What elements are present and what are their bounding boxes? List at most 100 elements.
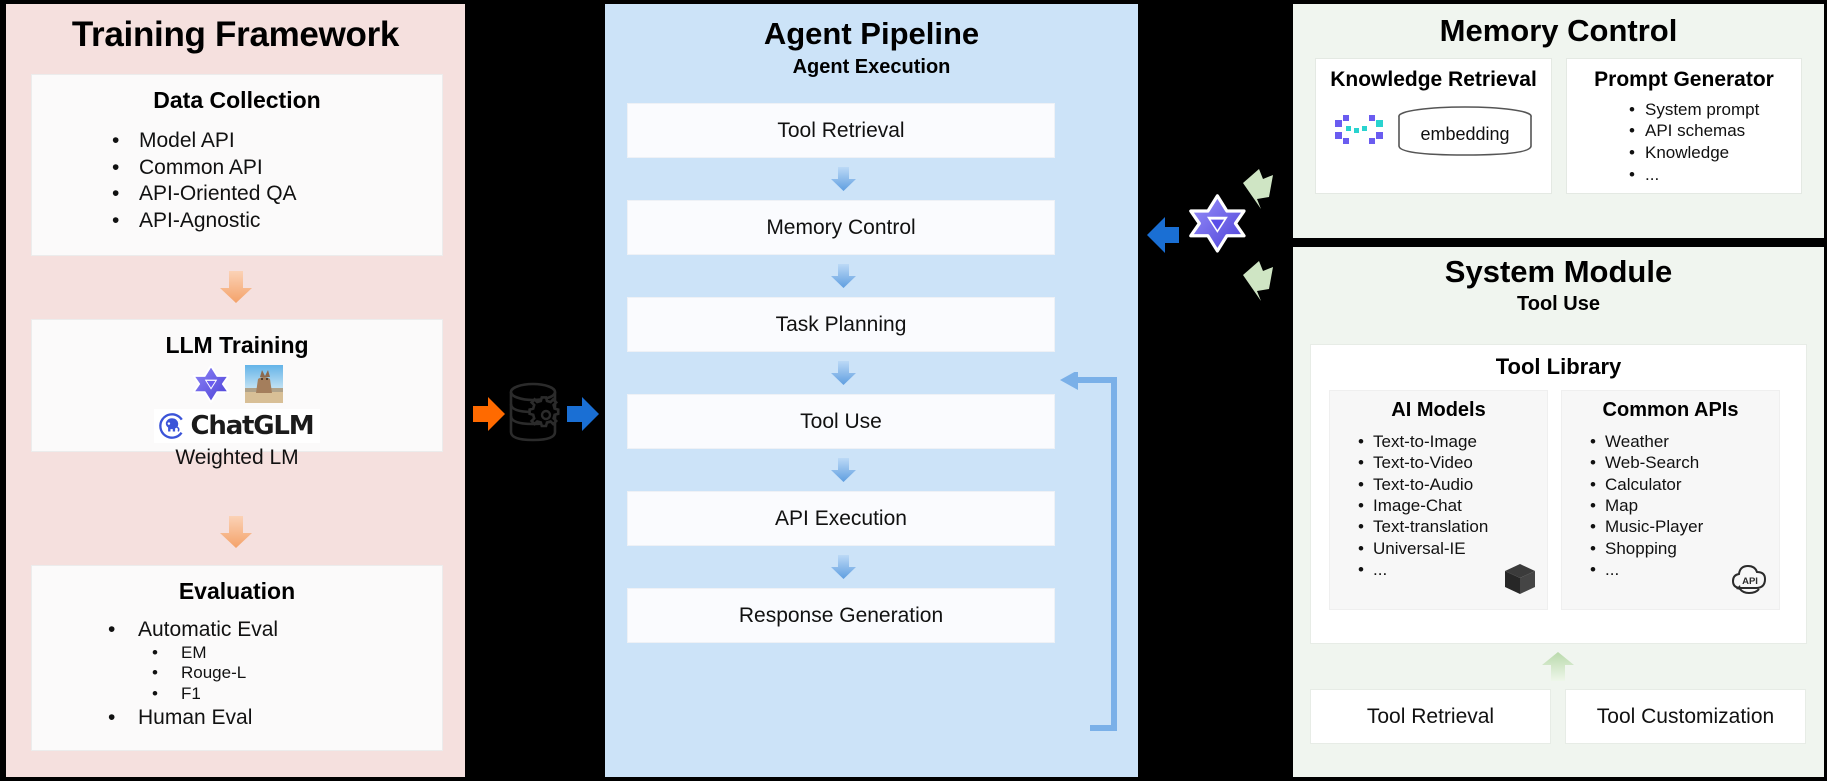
pipeline-step-tool-use[interactable]: Tool Use [627, 394, 1055, 449]
memory-control-panel: Memory Control Knowledge Retrieval [1293, 4, 1824, 238]
evaluation-item: • Rouge-L [152, 663, 442, 684]
common-api-item: •... [1590, 559, 1779, 580]
bullet-icon: • [1629, 164, 1635, 184]
bullet-icon: • [1629, 143, 1635, 163]
bullet-icon: • [112, 208, 120, 232]
common-api-item-label: Web-Search [1605, 453, 1700, 473]
prompt-generator-item-label: Knowledge [1645, 143, 1730, 163]
bullet-icon: • [1590, 538, 1596, 558]
pipeline-step-label: API Execution [775, 506, 907, 530]
evaluation-item: •EM [152, 643, 442, 664]
bullet-icon: • [1590, 432, 1596, 451]
agentlm-connector [1145, 155, 1290, 325]
bullet-icon: • [152, 663, 158, 683]
sm-box-label: Tool Retrieval [1366, 704, 1495, 728]
data-collection-item-label: API-Oriented QA [139, 182, 297, 206]
pipeline-step-label: Task Planning [775, 312, 907, 336]
bullet-icon: • [1358, 559, 1364, 579]
prompt-generator-item-label: ... [1645, 164, 1660, 184]
data-collection-item-label: Model API [139, 129, 235, 152]
cube-icon [1503, 562, 1537, 601]
vector-dots-icon [1334, 114, 1383, 144]
pipeline-step-label: Response Generation [738, 603, 944, 627]
bullet-icon: • [1590, 453, 1596, 473]
pipeline-down-arrow-icon [831, 458, 856, 482]
bullet-icon: • [1590, 474, 1596, 494]
data-collection-item: •Model API [112, 128, 442, 155]
system-module-panel: System Module Tool Use Tool Library AI M… [1293, 247, 1824, 777]
bullet-icon: • [108, 705, 116, 729]
chatglm-wordmark: ChatGLM [190, 411, 315, 441]
common-apis-list: •Weather•Web-Search•Calculator•Map•Music… [1590, 431, 1779, 580]
llm-training-title: LLM Training [165, 332, 309, 358]
chatglm-logo-row: ChatGLM [32, 409, 442, 443]
evaluation-item: •Automatic Eval [108, 617, 442, 643]
common-api-item: •Calculator [1590, 474, 1779, 495]
ai-model-item-label: Universal-IE [1373, 538, 1466, 558]
ai-models-title: AI Models [1391, 399, 1486, 421]
prompt-generator-title: Prompt Generator [1594, 67, 1774, 91]
ai-model-item: • Text-to-Image [1358, 431, 1547, 452]
prompt-generator-list: •System prompt•API schemas•Knowledge•... [1629, 99, 1801, 186]
database-gear-connector [471, 375, 601, 455]
sm-box-tool-customization[interactable]: Tool Customization [1565, 689, 1806, 744]
green-arrow-icon [1243, 169, 1273, 209]
evaluation-item: • Human Eval [108, 705, 442, 731]
pipeline-step-task-planning[interactable]: Task Planning [627, 297, 1055, 352]
evaluation-item-label: Automatic Eval [138, 618, 279, 641]
pipeline-down-arrow-icon [831, 555, 856, 579]
agent-pipeline-title: Agent Pipeline [763, 16, 980, 51]
data-collection-item: •Common API [112, 155, 442, 182]
system-module-bottom-row: Tool Retrieval Tool Customization [1310, 689, 1807, 744]
common-apis-card: Common APIs •Weather•Web-Search•Calculat… [1561, 390, 1780, 610]
common-api-item-label: ... [1605, 559, 1620, 579]
pipeline-step-label: Tool Use [800, 409, 882, 433]
bullet-icon: • [152, 684, 158, 704]
embedding-label: embedding [1420, 124, 1509, 144]
embedding-cylinder-icon: embedding [1397, 105, 1532, 156]
bullet-icon: • [1590, 517, 1596, 537]
sm-box-tool-retrieval[interactable]: Tool Retrieval [1310, 689, 1551, 744]
pipeline-step-label: Memory Control [766, 215, 916, 239]
ai-model-item-label: Text-to-Image [1373, 432, 1477, 451]
data-collection-title: Data Collection [153, 87, 321, 113]
evaluation-item-label: Rouge-L [181, 663, 247, 683]
chatglm-logo-icon: ChatGLM [153, 409, 321, 443]
ai-model-item-label: ... [1373, 559, 1388, 579]
agentlm-logo-icon [191, 364, 231, 409]
prompt-generator-item: • Knowledge [1629, 142, 1801, 164]
pipeline-step-api-execution[interactable]: API Execution [627, 491, 1055, 546]
ai-model-item: •Text-to-Audio [1358, 474, 1547, 495]
common-api-item-label: Weather [1605, 432, 1669, 451]
prompt-generator-item: •API schemas [1629, 120, 1801, 142]
bullet-icon: • [112, 155, 120, 179]
pipeline-step-response-generation[interactable]: Response Generation [627, 588, 1055, 643]
llama-photo-icon [245, 364, 283, 408]
ai-model-item: • Universal-IE [1358, 538, 1547, 559]
ai-model-item: •Image-Chat [1358, 495, 1547, 516]
knowledge-retrieval-title: Knowledge Retrieval [1330, 67, 1537, 91]
evaluation-item-label: Human Eval [138, 705, 253, 729]
ai-models-list: • Text-to-Image • Text-to-Video•Text-to-Aud… [1358, 431, 1547, 580]
down-arrow-icon [219, 514, 253, 550]
bullet-icon: • [1358, 432, 1364, 451]
bullet-icon: • [1358, 453, 1364, 473]
svg-text:API: API [1742, 576, 1758, 587]
bullet-icon: • [1590, 495, 1596, 515]
pipeline-step-memory-control[interactable]: Memory Control [627, 200, 1055, 255]
data-collection-item: •API-Oriented QA [112, 181, 442, 208]
evaluation-card: Evaluation •Automatic Eval•EM•Rouge-L•F1… [31, 565, 443, 751]
ai-model-item-label: Text-to-Video [1373, 453, 1473, 473]
blue-arrow-icon [567, 397, 599, 431]
bullet-icon: • [1629, 99, 1635, 119]
tool-library-title: Tool Library [1495, 354, 1622, 379]
common-api-item: •Map [1590, 495, 1779, 516]
bullet-icon: • [1590, 559, 1596, 579]
bullet-icon: • [1358, 538, 1364, 558]
orange-arrow-icon [473, 397, 505, 431]
pipeline-down-arrow-icon [831, 361, 856, 385]
pipeline-step-tool-retrieval[interactable]: Tool Retrieval [627, 103, 1055, 158]
ai-models-card: AI Models • Text-to-Image • Text-to-Video•T… [1329, 390, 1548, 610]
pipeline-down-arrow-icon [831, 167, 856, 191]
